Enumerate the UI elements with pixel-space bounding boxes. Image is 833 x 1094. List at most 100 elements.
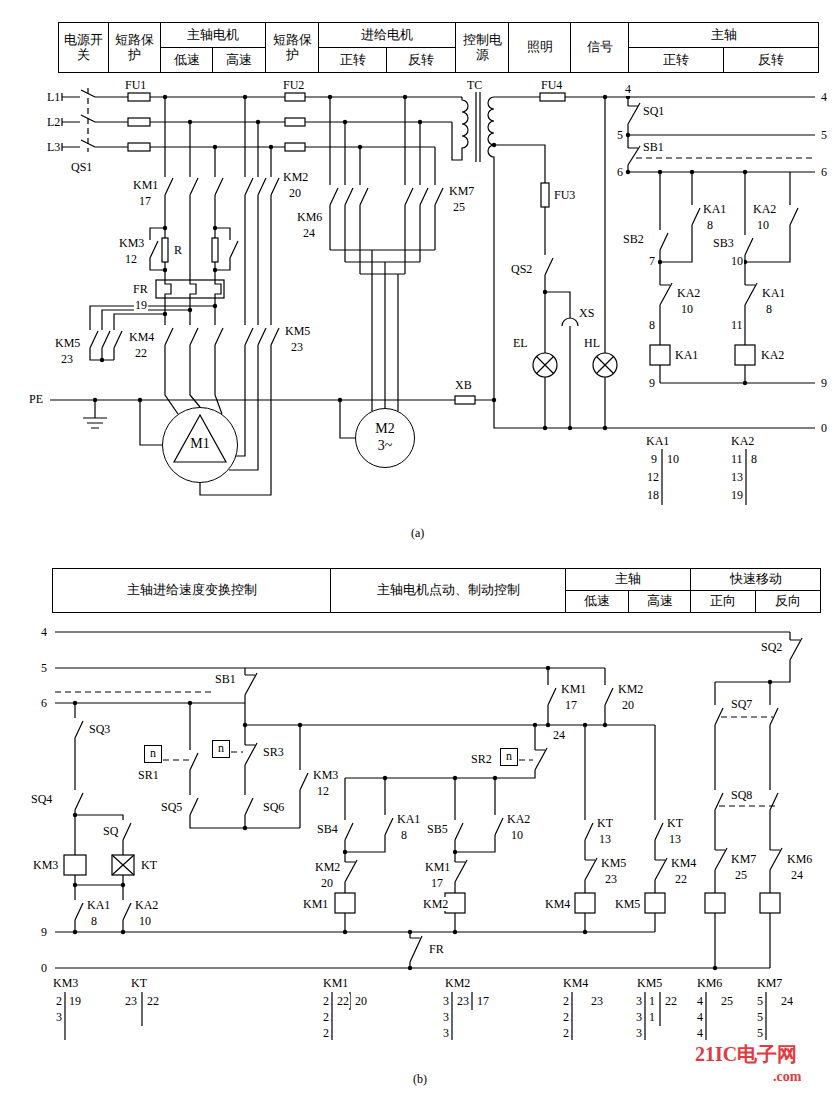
- component-label: KM1: [322, 976, 349, 990]
- component-label: R: [173, 243, 183, 257]
- component-label: (b): [412, 1072, 428, 1086]
- component-label: 17: [564, 698, 578, 712]
- node-text-area: 主轴电机: [161, 23, 265, 47]
- header-cell: 信号: [570, 22, 629, 73]
- header-cell: 照明: [508, 22, 571, 73]
- speed-relay-box: n: [144, 745, 162, 763]
- component-label: KM2: [617, 682, 644, 696]
- component-label: 3: [442, 994, 450, 1008]
- component-label: KA1: [761, 286, 786, 300]
- component-label: 23: [124, 994, 138, 1008]
- header-text: 电源开关: [61, 33, 106, 63]
- header-cell: 主轴低速高速: [565, 568, 691, 613]
- component-label: (a): [410, 526, 425, 540]
- component-label: FU1: [124, 78, 147, 92]
- component-label: KA1: [86, 898, 111, 912]
- component-label: 4: [624, 82, 632, 96]
- component-label: 5: [40, 661, 48, 675]
- header-subcell: 高速: [212, 47, 266, 73]
- component-label: L3: [46, 140, 61, 154]
- component-label: 9: [648, 376, 656, 390]
- node-text-area: 控制电源: [456, 23, 508, 72]
- watermark: 21IC电子网: [694, 1042, 798, 1066]
- component-label: KT: [140, 858, 158, 872]
- node-text-area: 正转: [319, 48, 386, 72]
- node-text-area: 正向: [691, 591, 755, 612]
- component-label: 22: [146, 994, 160, 1008]
- component-label: 5: [756, 1010, 764, 1024]
- component-label: 13: [668, 832, 682, 846]
- component-label: 24: [780, 994, 794, 1008]
- component-label: KT: [130, 976, 148, 990]
- component-label: KM3: [312, 768, 339, 782]
- component-label: KM1: [560, 682, 587, 696]
- component-label: 20: [320, 876, 334, 890]
- component-label: SQ2: [760, 640, 783, 654]
- component-label: HL: [583, 336, 601, 350]
- node-text-area: 低速: [161, 48, 212, 72]
- motor-name: M2 3~: [374, 421, 396, 453]
- component-label: 22: [336, 994, 350, 1008]
- component-label: KM3: [118, 236, 145, 250]
- component-label: KM7: [448, 184, 475, 198]
- header-subcell: 高速: [628, 590, 691, 613]
- component-label: 2: [55, 994, 63, 1008]
- component-label: 24: [302, 226, 316, 240]
- component-label: 12: [124, 252, 138, 266]
- component-label: SQ: [102, 824, 119, 838]
- node-text-area: 信号: [571, 23, 628, 72]
- header-text: 信号: [587, 40, 613, 55]
- relay-mark: n: [150, 747, 156, 761]
- header-text: 主轴电机: [187, 28, 239, 43]
- node-text-area: 反向: [756, 591, 820, 612]
- component-label: TC: [466, 78, 483, 92]
- component-label: 17: [138, 194, 152, 208]
- header-subcell: 反转: [723, 47, 819, 73]
- component-label: 17: [430, 876, 444, 890]
- component-label: 7: [648, 254, 656, 268]
- node-text-area: 快速移动: [691, 569, 820, 590]
- speed-relay-box: n: [500, 748, 518, 766]
- component-label: 10: [510, 828, 524, 842]
- header-subcell: 反转: [386, 47, 456, 73]
- component-label: XB: [454, 378, 473, 392]
- component-label: SQ1: [642, 104, 665, 118]
- component-label: KM1: [132, 178, 159, 192]
- header-subcell: 正转: [628, 47, 724, 73]
- component-label: KM5: [600, 856, 627, 870]
- component-label: 10: [138, 914, 152, 928]
- component-label: FU3: [553, 188, 576, 202]
- relay-mark: n: [506, 750, 512, 764]
- component-label: KM4: [670, 856, 697, 870]
- component-label: KA1: [674, 348, 699, 362]
- component-label: 9: [40, 925, 48, 939]
- component-label: SQ7: [730, 697, 753, 711]
- component-label: 10: [680, 302, 694, 316]
- component-label: SQ6: [262, 800, 285, 814]
- motor-name: M1: [190, 436, 209, 452]
- header-cell: 主轴电机点动、制动控制: [330, 568, 566, 613]
- component-label: KM5: [636, 976, 663, 990]
- header-text: 高速: [226, 53, 252, 68]
- node-text-area: M2 3~: [356, 409, 414, 466]
- component-label: KM4: [128, 330, 155, 344]
- component-label: KM3: [52, 976, 79, 990]
- component-label: 17: [476, 994, 490, 1008]
- component-label: 1: [648, 994, 656, 1008]
- component-label: 12: [316, 784, 330, 798]
- component-label: 24: [790, 868, 804, 882]
- component-label: 5: [756, 1026, 764, 1040]
- component-label: KA1: [396, 812, 421, 826]
- component-label: KM2: [444, 976, 471, 990]
- motor-circle: M1: [162, 407, 238, 483]
- component-label: SB1: [214, 672, 237, 686]
- component-label: 23: [456, 994, 470, 1008]
- header-text: 主轴: [615, 572, 641, 587]
- component-label: SR2: [470, 752, 493, 766]
- header-text: 照明: [527, 40, 553, 55]
- node-text-area: 主轴电机点动、制动控制: [331, 569, 565, 612]
- node-text-area: 反转: [387, 48, 455, 72]
- control-ladder-a: [628, 97, 815, 505]
- component-label: KA2: [760, 348, 785, 362]
- component-label: 4: [696, 994, 704, 1008]
